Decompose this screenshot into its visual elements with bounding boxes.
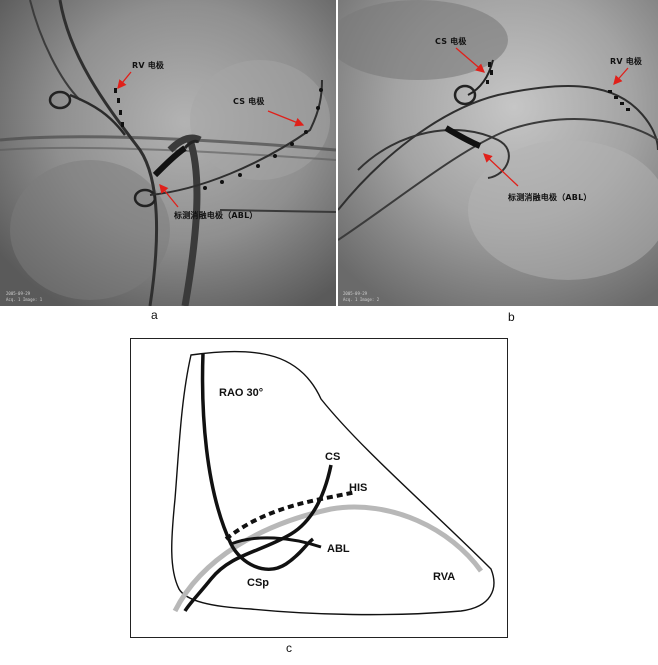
cs-catheter: [183, 464, 333, 612]
cs-label: CS: [325, 451, 341, 463]
csp-label: CSp: [247, 577, 269, 589]
image-date: 2005-09-29: [343, 291, 368, 296]
fluoroscopy-image-b: CS 电极 RV 电极 标测消融电极（ABL） 2005-09-29 Acq. …: [338, 0, 658, 306]
panel-b-label: b: [508, 310, 515, 324]
view-label: RAO 30°: [219, 387, 264, 399]
abl-tip: [230, 536, 322, 549]
his-label: HIS: [349, 482, 368, 494]
cs-electrode-label: CS 电极: [233, 97, 265, 106]
abl-catheter: [200, 352, 315, 571]
abl-label: ABL: [327, 543, 350, 555]
rv-electrode-label: RV 电极: [610, 57, 643, 66]
abl-electrode-label: 标测消融电极（ABL）: [174, 211, 258, 220]
abl-electrode-label: 标测消融电极（ABL）: [508, 193, 592, 202]
image-acq: Acq. 1 Image: 1: [6, 297, 43, 302]
heart-outline: [171, 350, 495, 616]
panel-c-label: c: [286, 641, 292, 655]
fluoroscopy-image-a: RV 电极 CS 电极 标测消融电极（ABL） 2005-09-29 Acq. …: [0, 0, 336, 306]
rva-label: RVA: [433, 571, 456, 583]
his-catheter: [224, 490, 357, 541]
panel-a-label: a: [151, 308, 158, 322]
schematic-diagram: RAO 30° CS HIS ABL CSp RVA: [130, 338, 508, 638]
image-date: 2005-09-29: [6, 291, 31, 296]
rv-electrode-label: RV 电极: [132, 61, 165, 70]
image-acq: Acq. 1 Image: 2: [343, 297, 380, 302]
cs-electrode-label: CS 电极: [435, 37, 467, 46]
rva-catheter: [172, 504, 484, 613]
